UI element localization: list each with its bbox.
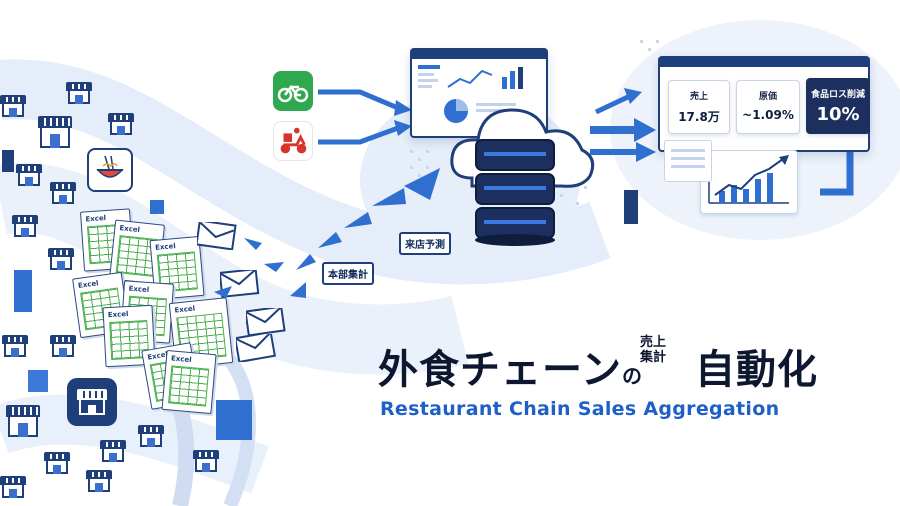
kpi-card-food-loss: 食品ロス削減 10% (806, 78, 870, 134)
trend-chart (708, 155, 789, 204)
kpi-value: 10% (816, 104, 860, 125)
kpi-label: 食品ロス削減 (810, 90, 865, 100)
store-icon (48, 248, 74, 270)
title-small-line1: 売上 (640, 335, 667, 350)
store-icon (0, 476, 26, 498)
kpi-card-cost: 原価 ~1.09% (736, 80, 800, 134)
subtitle-en: Restaurant Chain Sales Aggregation (380, 398, 780, 420)
kpi-value: 17.8万 (678, 110, 720, 124)
visit-forecast-label: 来店予測 (399, 232, 451, 255)
delivery-scooter-icon (273, 121, 313, 161)
store-icon (0, 95, 26, 117)
server-stack-icon (475, 139, 555, 246)
store-icon (6, 405, 40, 437)
store-icon (38, 116, 72, 148)
kpi-label: 売上 (689, 92, 708, 102)
store-icon (100, 440, 126, 462)
storefront-icon (67, 378, 117, 426)
envelope-icon (197, 222, 237, 250)
store-icon (138, 425, 164, 447)
cloud-server-group (450, 108, 595, 246)
store-icon (16, 164, 42, 186)
envelope-icon (236, 334, 276, 362)
trend-chart-card (700, 150, 798, 214)
kpi-label: 原価 (758, 92, 777, 102)
store-icon (86, 470, 112, 492)
store-icon (44, 452, 70, 474)
title-small-line2: 集計 (640, 350, 667, 365)
store-icon (66, 82, 92, 104)
kpi-value: ~1.09% (742, 108, 794, 122)
store-icon (108, 113, 134, 135)
ramen-bowl-icon (87, 148, 133, 192)
envelope-icon (246, 308, 286, 336)
store-icon (50, 335, 76, 357)
store-icon (50, 182, 76, 204)
page-title: 外食チェーンの 自動化 (378, 337, 818, 395)
list-card (664, 140, 712, 182)
store-icon (12, 215, 38, 237)
bicycle-icon (273, 71, 313, 111)
store-icon (2, 335, 28, 357)
store-icon (193, 450, 219, 472)
kpi-card-sales: 売上 17.8万 (668, 80, 730, 134)
title-small-stack: 売上 集計 (640, 335, 666, 365)
title-part2: 自動化 (695, 347, 818, 393)
title-connector: の (622, 364, 643, 388)
hq-aggregation-label: 本部集計 (322, 262, 374, 285)
title-part1: 外食チェーン (378, 347, 622, 393)
dashboard-charts (418, 65, 523, 123)
